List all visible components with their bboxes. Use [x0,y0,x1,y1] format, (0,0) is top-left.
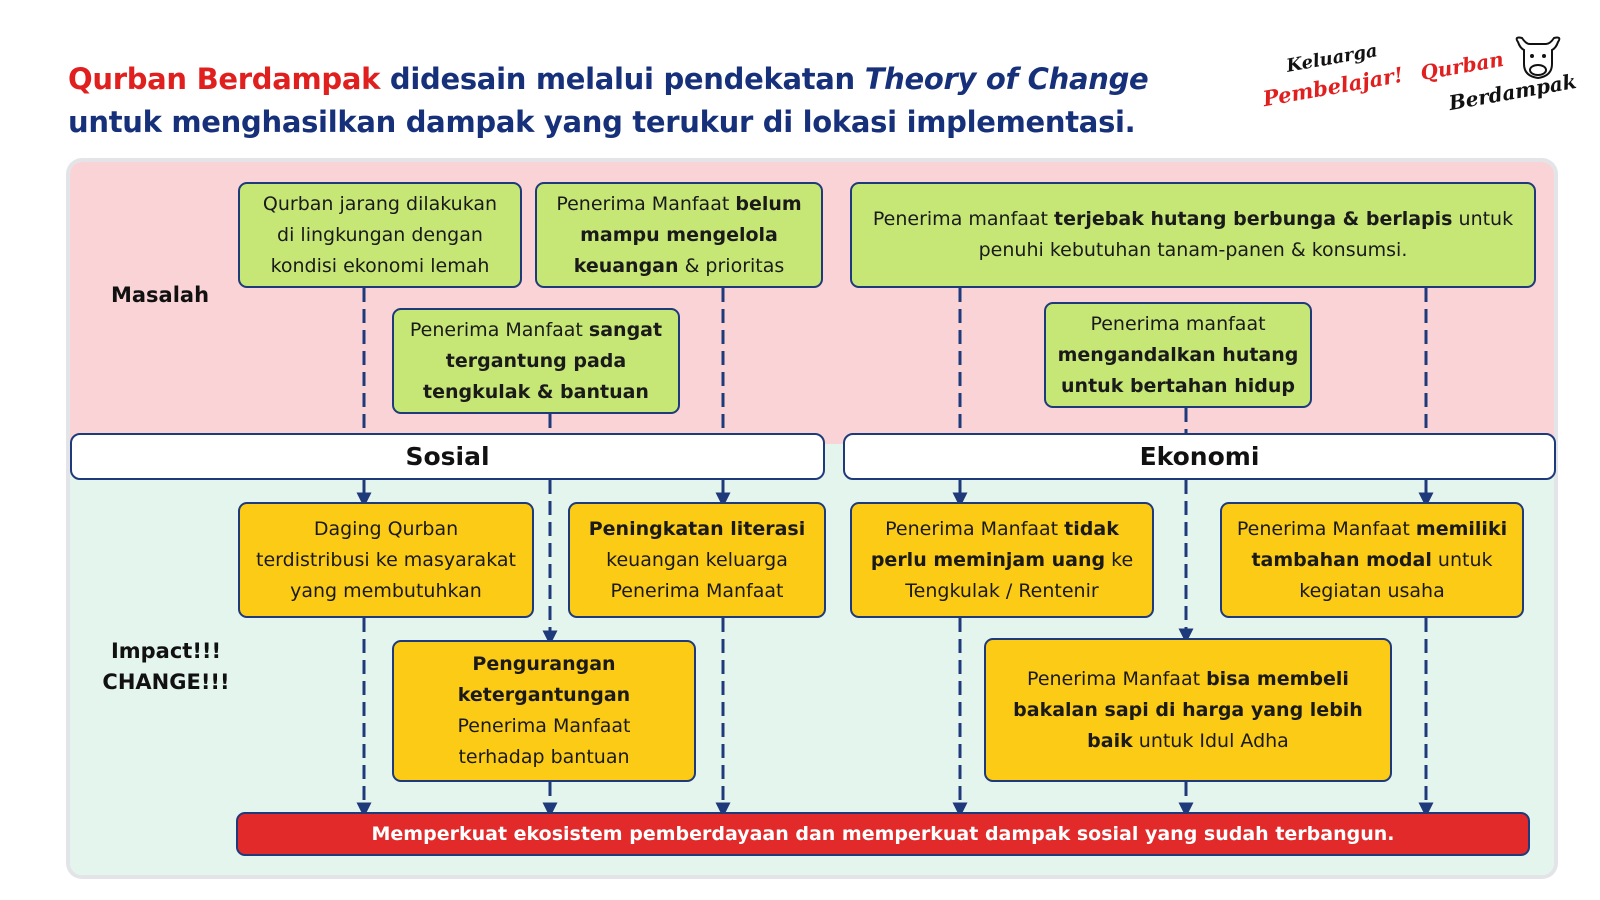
page-title: Qurban Berdampak didesain melalui pendek… [68,58,1188,144]
impact-text-bold: tambahan modal [1251,548,1432,571]
title-theory: Theory of Change [864,62,1149,96]
problem-text-bold: mampu mengelola [580,223,778,246]
problem-text: Penerima Manfaat [409,318,589,341]
problem-tergantung-tengkulak: Penerima Manfaat sangat tergantung pada … [392,308,680,414]
problem-text-bold: belum [735,192,802,215]
impact-text: Daging Qurban [313,517,459,540]
title-brand: Qurban Berdampak [68,62,381,96]
category-ekonomi: Ekonomi [843,433,1556,480]
impact-text: Penerima Manfaat [1027,667,1207,690]
impact-text: Penerima Manfaat [457,715,631,737]
impact-label: Impact!!! CHANGE!!! [96,636,236,698]
problem-text: kondisi ekonomi lemah [270,254,490,277]
impact-text: untuk Idul Adha [1132,729,1289,752]
impact-text: terhadap bantuan [458,746,630,768]
impact-text-bold: memiliki [1415,517,1508,540]
impact-text-bold: bakalan sapi di harga yang lebih [1013,698,1363,721]
problem-text: Qurban jarang dilakukan [262,192,498,215]
problem-qurban-jarang: Qurban jarang dilakukan di lingkungan de… [238,182,522,288]
impact-text: keuangan keluarga [606,548,788,571]
impact-text: kegiatan usaha [1299,579,1445,602]
impact-tambahan-modal: Penerima Manfaat memiliki tambahan modal… [1220,502,1524,618]
problem-text: penuhi kebutuhan tanam-panen & konsumsi. [978,239,1408,261]
impact-text: terdistribusi ke masyarakat [256,548,516,571]
final-outcome-bar: Memperkuat ekosistem pemberdayaan dan me… [236,812,1530,856]
impact-text-bold: ketergantungan [457,684,631,706]
impact-text: Tengkulak / Rentenir [905,579,1099,602]
masalah-label: Masalah [110,283,210,307]
impact-text: Penerima Manfaat [610,579,784,602]
impact-text-bold: Peningkatan literasi [588,517,806,540]
impact-text: yang membutuhkan [290,579,482,602]
category-sosial: Sosial [70,433,825,480]
problem-text: Penerima manfaat [872,208,1055,230]
problem-text-bold: sangat [588,318,663,341]
problem-text-bold: keuangan [573,254,679,277]
impact-peningkatan-literasi: Peningkatan literasi keuangan keluarga P… [568,502,826,618]
problem-mengandalkan-hutang: Penerima manfaat mengandalkan hutang unt… [1044,302,1312,408]
problem-text: untuk [1452,208,1514,230]
impact-text-bold: baik [1087,729,1133,752]
impact-text-bold: tidak [1064,517,1119,540]
problem-text-bold: tengkulak & bantuan [423,380,649,403]
problem-text: Penerima manfaat [1090,312,1266,335]
impact-label-line-1: Impact!!! [110,639,222,663]
cow-icon [1515,36,1561,80]
impact-text: Penerima Manfaat [1236,517,1416,540]
problem-text: Penerima Manfaat [556,192,736,215]
impact-daging-terdistribusi: Daging Qurban terdistribusi ke masyaraka… [238,502,534,618]
impact-text: untuk [1431,548,1493,571]
impact-text-bold: perlu meminjam uang [870,548,1106,571]
impact-text: Penerima Manfaat [885,517,1065,540]
impact-text-bold: bisa membeli [1206,667,1349,690]
problem-text-bold: tergantung pada [445,349,627,372]
title-line-2: untuk menghasilkan dampak yang terukur d… [68,105,1136,139]
title-mid: didesain melalui pendekatan [380,62,865,96]
problem-text: di lingkungan dengan [277,223,483,246]
problem-text-bold: untuk bertahan hidup [1061,374,1295,397]
impact-pengurangan-ketergantungan: Pengurangan ketergantungan Penerima Manf… [392,640,696,782]
title-line-1: Qurban Berdampak didesain melalui pendek… [68,58,1188,101]
impact-text: ke [1105,548,1134,571]
problem-text-bold: terjebak hutang berbunga & berlapis [1054,208,1453,230]
problem-text: & prioritas [678,254,785,277]
impact-bisa-membeli-bakalan: Penerima Manfaat bisa membeli bakalan sa… [984,638,1392,782]
impact-tidak-perlu-meminjam: Penerima Manfaat tidak perlu meminjam ua… [850,502,1154,618]
problem-text-bold: mengandalkan hutang [1057,343,1299,366]
impact-text-bold: Pengurangan [472,653,616,675]
problem-belum-mampu-kelola: Penerima Manfaat belum mampu mengelola k… [535,182,823,288]
problem-terjebak-hutang: Penerima manfaat terjebak hutang berbung… [850,182,1536,288]
impact-label-line-2: CHANGE!!! [102,670,230,694]
qurban-berdampak-logo: Qurban Berdampak [1419,36,1578,115]
